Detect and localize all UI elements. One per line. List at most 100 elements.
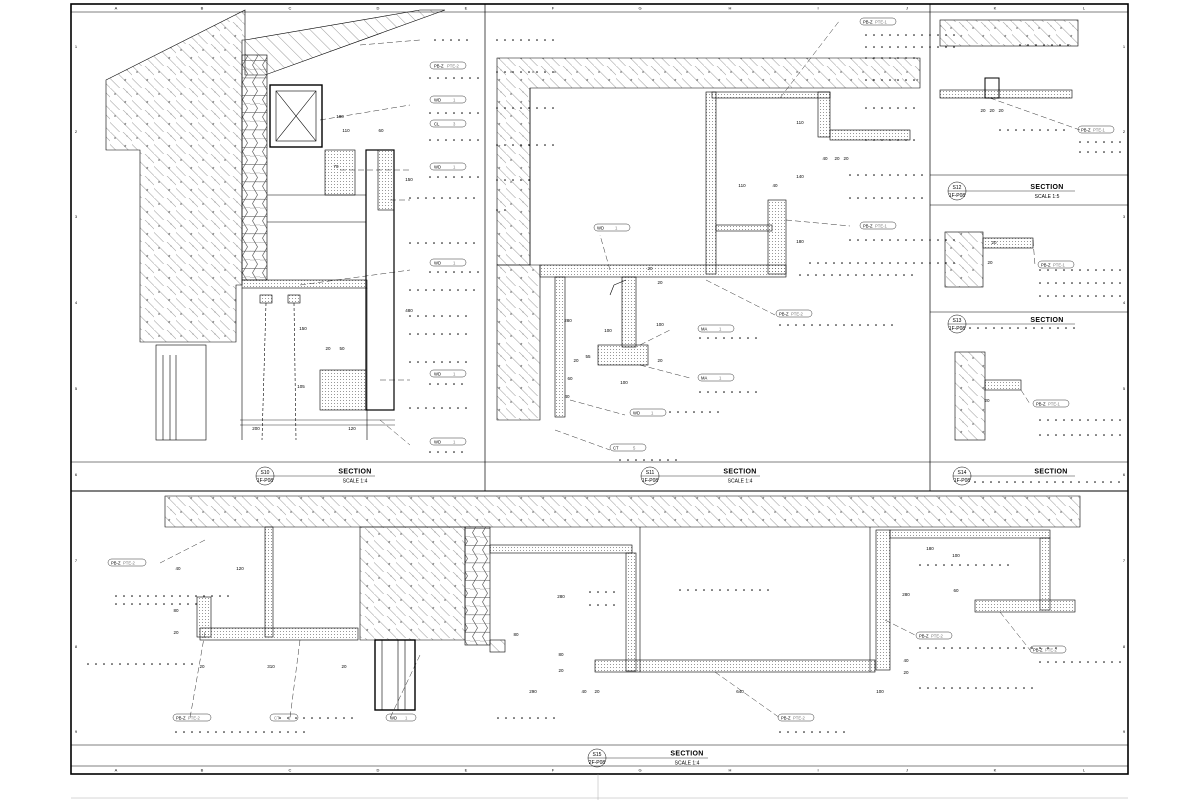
svg-text:PB-Z: PB-Z <box>919 634 929 639</box>
grid-col-label: C <box>289 6 292 11</box>
section-number: S13 <box>953 318 962 324</box>
section-title-s13: S13 1F-P08 SECTION <box>947 314 1075 334</box>
wall-s13 <box>944 231 984 288</box>
grid-col-label: G <box>638 6 641 11</box>
svg-text:1: 1 <box>453 98 456 103</box>
dimension-label: 20 <box>903 670 909 675</box>
grid-col-label: D <box>377 6 380 11</box>
section-s12-14-drawing <box>939 19 1079 441</box>
section-s11-drawing <box>496 57 921 421</box>
grid-row-label: 2 <box>75 129 78 134</box>
dimensions-s10: 180 110 60 70 150 480 20 50 150 105 200 … <box>252 114 413 431</box>
note-dot-rows <box>87 34 1126 733</box>
svg-text:5: 5 <box>633 446 636 451</box>
dimension-label: 40 <box>581 689 587 694</box>
svg-text:1: 1 <box>615 226 618 231</box>
dimension-label: 20 <box>834 156 840 161</box>
svg-text:3: 3 <box>453 122 456 127</box>
svg-text:1: 1 <box>651 411 654 416</box>
dimension-label: 310 <box>267 664 275 669</box>
dimension-label: 20 <box>657 280 663 285</box>
svg-text:PTE-1: PTE-1 <box>1048 402 1061 407</box>
svg-text:PB-Z: PB-Z <box>781 716 791 721</box>
grid-row-label: 6 <box>1123 472 1126 477</box>
svg-text:PTE-2: PTE-2 <box>931 634 944 639</box>
dimension-label: 100 <box>604 328 612 333</box>
dimension-label: 80 <box>513 632 519 637</box>
dimension-label: 55 <box>585 354 591 359</box>
grid-col-label: J <box>906 6 908 11</box>
section-title: SECTION <box>1030 184 1063 191</box>
dimension-label: 180 <box>926 546 934 551</box>
concrete-wall-s10 <box>105 9 246 343</box>
svg-text:PB-Z: PB-Z <box>1033 648 1043 653</box>
section-ref: 1F-P08 <box>954 478 971 484</box>
section-ref: 1F-P08 <box>949 326 966 332</box>
dimension-label: 180 <box>336 114 344 119</box>
section-title: SECTION <box>1030 317 1063 324</box>
dimension-label: 480 <box>405 308 413 313</box>
svg-text:PB-Z: PB-Z <box>434 64 444 69</box>
grid-row-label: 3 <box>75 214 78 219</box>
material-tag: WD 1 <box>429 162 467 171</box>
svg-text:WD: WD <box>434 261 441 266</box>
grid-col-label: I <box>817 6 818 11</box>
section-title: SECTION <box>338 469 371 476</box>
grid-col-label: A <box>115 768 118 773</box>
section-s10-drawing <box>105 9 446 441</box>
section-ref: 1F-P08 <box>642 478 659 484</box>
section-number: S12 <box>953 185 962 191</box>
dimension-label: 20 <box>341 664 347 669</box>
dimension-label: 50 <box>339 346 345 351</box>
dimension-label: 200 <box>252 426 260 431</box>
grid-row-label: 1 <box>75 44 78 49</box>
dimension-label: 180 <box>796 239 804 244</box>
dimension-label: 20 <box>325 346 331 351</box>
svg-text:PB-Z: PB-Z <box>863 224 873 229</box>
grid-row-label: 5 <box>75 386 78 391</box>
dimension-label: 80 <box>173 608 179 613</box>
dimension-label: 20 <box>647 266 653 271</box>
dimension-label: 20 <box>987 260 993 265</box>
dimension-label: 280 <box>564 318 572 323</box>
section-title-s11: S11 1F-P08 SECTION SCALE 1:4 <box>640 466 760 486</box>
section-scale: SCALE 1:4 <box>728 479 753 485</box>
grid-rows-right: 1 2 3 4 5 6 7 8 9 <box>1123 44 1126 734</box>
svg-text:WD: WD <box>434 98 441 103</box>
section-s15-drawing <box>164 495 1081 711</box>
svg-text:PTE-1: PTE-1 <box>875 224 888 229</box>
svg-text:PTE-2: PTE-2 <box>793 716 806 721</box>
svg-text:PTE-1: PTE-1 <box>875 20 888 25</box>
dimension-label: 20 <box>989 108 995 113</box>
svg-text:PTE-2: PTE-2 <box>123 561 136 566</box>
material-tag: WD 1 <box>429 95 467 104</box>
grid-row-label: 8 <box>1123 644 1126 649</box>
dimension-label: 140 <box>796 174 804 179</box>
section-ref: 1F-P08 <box>257 478 274 484</box>
section-title: SECTION <box>670 751 703 758</box>
grid-col-label: D <box>377 768 380 773</box>
svg-text:1: 1 <box>453 165 456 170</box>
dimension-label: 80 <box>558 652 564 657</box>
dimension-label: 110 <box>796 120 804 125</box>
svg-text:WD: WD <box>434 165 441 170</box>
grid-row-label: 2 <box>1123 129 1126 134</box>
roof-slope-s10 <box>244 9 446 76</box>
svg-text:1: 1 <box>719 327 722 332</box>
grid-col-label: F <box>552 6 555 11</box>
